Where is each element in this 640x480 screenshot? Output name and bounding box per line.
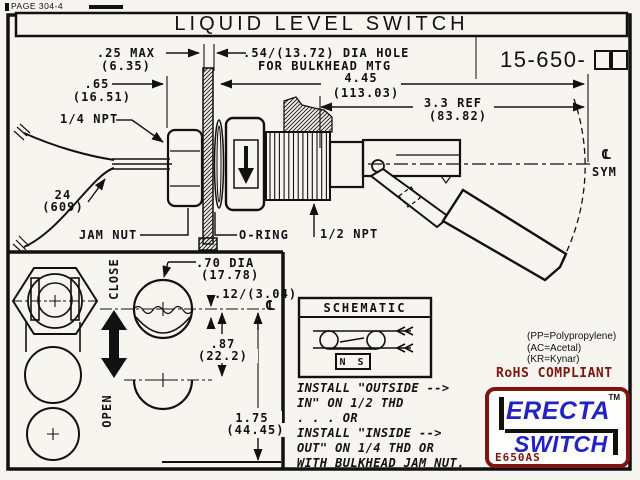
logo-bracket-bar [505,429,617,433]
wire-leads [12,123,172,254]
material-code: (AC=Acetal) [527,342,582,354]
dim-175: 1.75 [222,411,282,425]
lead-chevrons-icon [395,326,414,353]
part-number-suffix-box [611,50,628,70]
dim-175-mm: (44.45) [223,423,288,437]
logo-bracket-bar [613,429,618,455]
o-ring [213,119,225,209]
float-link [369,167,451,229]
wire-strip-end [12,235,30,254]
switch-body-hex [224,116,266,212]
page-title: LIQUID LEVEL SWITCH [174,13,469,35]
float-detail [101,278,194,411]
logo-line2: SWITCH [514,431,608,457]
dim-25-max: .25 MAX [96,46,156,60]
dim-33-ref-mm: (83.82) [428,109,488,123]
dim-33-ref: 3.3 REF [413,96,493,110]
note-line: OUT" ON 1/4 THD OR [297,441,435,455]
centerline-symbol: CL [601,148,611,163]
dim-87-mm: (22.2) [188,349,258,363]
float-arm [361,138,462,229]
title-box [14,11,629,38]
body-collar [328,140,365,189]
page-border [5,3,632,471]
dimension-lines [87,44,589,463]
note-line: INSTALL "INSIDE --> [297,426,442,440]
schematic-drawing [297,296,433,379]
centerline-sym-label: SYM [592,165,617,179]
reed-switch [319,330,339,350]
note-line: . . . OR [297,411,358,425]
material-code: (PP=Polypropylene) [527,331,617,342]
trademark-label: TM [608,393,620,402]
jam-nut [166,128,204,208]
install-notes: INSTALL "OUTSIDE --> IN" ON 1/2 THD . . … [297,381,465,471]
bulkhead-panel [202,67,214,245]
wire-strip-end [13,123,31,141]
part-number: 15-650- [500,47,587,72]
float-open-position [132,379,194,411]
rohs-compliant-badge: RoHS COMPLIANT [496,366,613,381]
label-quarter-npt: 1/4 NPT [60,112,119,126]
magnet-ns-label: N S [339,357,367,368]
float-paddle [441,188,568,282]
part-number-suffix-box [594,50,611,70]
float-end-view [24,346,82,404]
bulkhead-panel-foot [198,237,218,251]
label-open: OPEN [100,394,114,428]
dim-hole: .54/(13.72) DIA HOLE [243,46,410,60]
material-codes: (PP=Polypropylene) (AC=Acetal) (KR=Kynar… [527,331,616,366]
label-o-ring: O-RING [239,228,289,242]
note-line: IN" ON 1/2 THD [297,396,404,410]
dim-70-dia: .70 DIA [196,256,255,270]
dim-12: .12/(3.04) [214,287,298,301]
logo-line1: ERECTA [506,397,610,425]
magnet-box [335,353,371,370]
dim-65: .65 [84,77,110,91]
open-arrow-icon [101,358,127,378]
label-close: CLOSE [107,258,121,300]
end-view [11,267,99,461]
close-arrow-icon [101,310,127,330]
material-code: (KR=Kynar) [527,354,580,365]
page-number-label: PAGE 304-4 [11,1,64,11]
erecta-switch-logo: TM ERECTA SWITCH E650AS [485,387,630,468]
label-jam-nut: JAM NUT [79,228,138,242]
switch-assembly [166,67,590,282]
bulkhead-break-section [283,96,333,133]
dim-25-max-mm: (6.35) [101,59,151,73]
label-half-npt: 1/2 NPT [320,227,379,241]
schematic-title: SCHEMATIC [323,301,407,315]
swing-arc [560,98,586,264]
centerline-symbol-detail: CL [265,299,275,314]
note-line: INSTALL "OUTSIDE --> [297,381,450,395]
dim-70-dia-mm: (17.78) [201,268,260,282]
dim-87: .87 [198,337,248,351]
corner-mark [5,3,9,11]
dim-wire-length: 24 [54,188,72,202]
dim-445-mm: (113.03) [332,86,400,100]
reed-contact [339,337,365,343]
dim-hole-note: FOR BULKHEAD MTG [258,59,392,73]
logo-model-code: E650AS [495,451,541,464]
dim-65-mm: (16.51) [72,90,132,104]
logo-bracket-bar [499,397,504,430]
note-line: WITH BULKHEAD JAM NUT. [297,456,465,470]
dim-wire-length-mm: (609) [42,200,84,214]
schematic-box [297,296,433,379]
dim-445: 4.45 [321,71,401,85]
